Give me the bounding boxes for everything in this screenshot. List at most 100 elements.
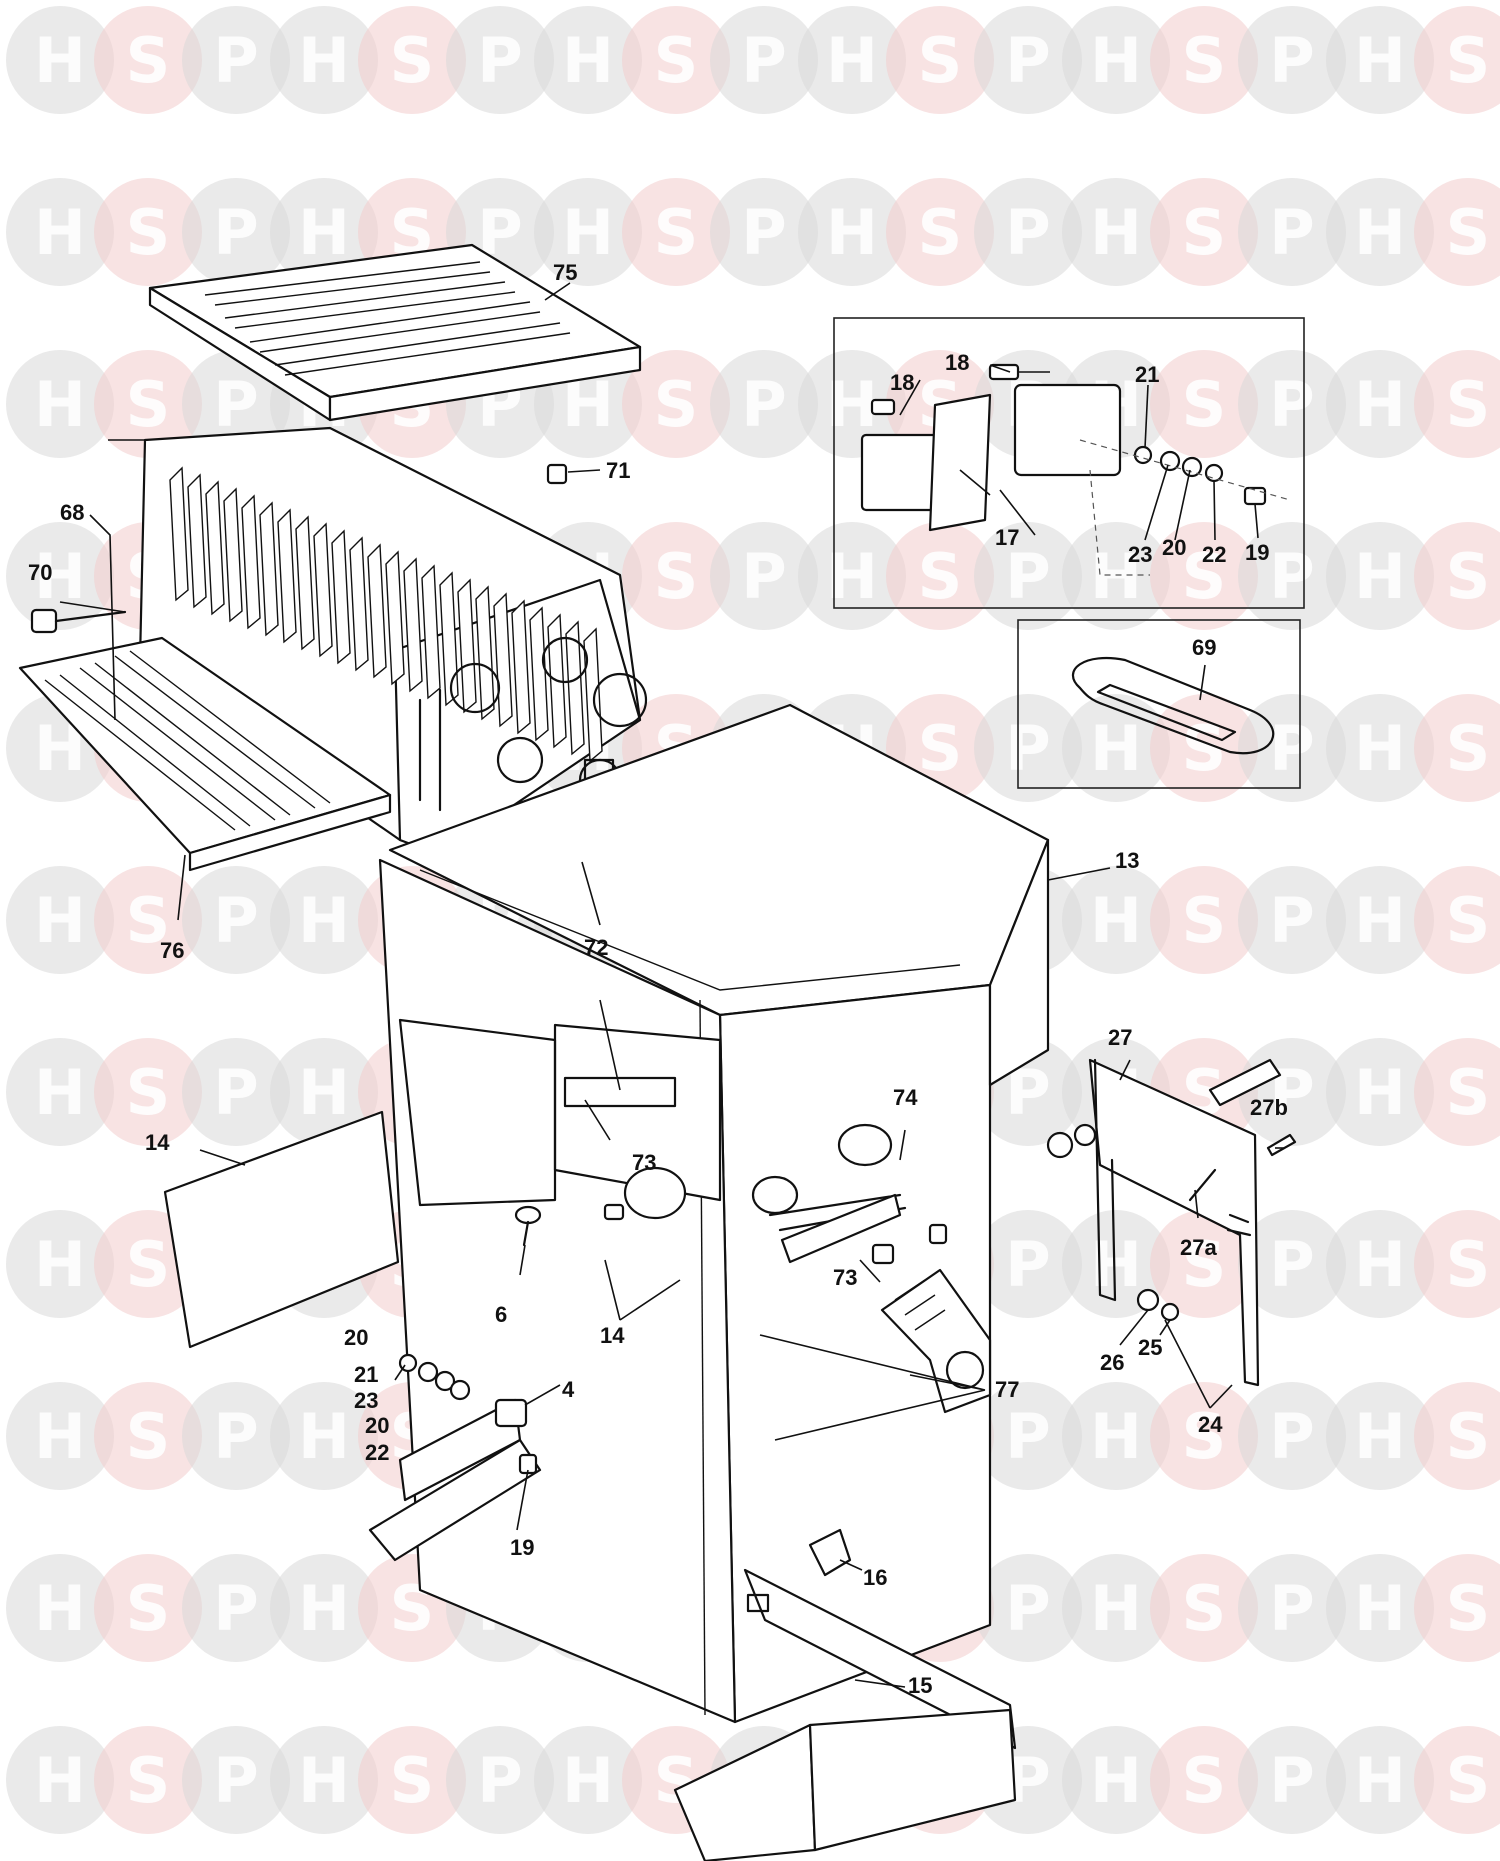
watermark-letter: H (1354, 712, 1406, 785)
watermark-circle (1062, 178, 1170, 286)
watermark-letter: H (1090, 884, 1142, 957)
callout-20c: 20 (365, 1413, 389, 1438)
watermark-letter: S (918, 712, 963, 785)
watermark-letter: S (126, 24, 171, 97)
watermark-circle (1238, 694, 1346, 802)
watermark-circle (1238, 1210, 1346, 1318)
watermark-circle (94, 1726, 202, 1834)
watermark-circle (182, 1726, 290, 1834)
heat-exchanger-fin (241, 494, 261, 630)
watermark-circle (622, 178, 730, 286)
watermark-circle (182, 1554, 290, 1662)
insulation-panel (163, 1110, 400, 1349)
watermark-letter: H (1354, 368, 1406, 441)
side-bracket-assembly (1046, 1058, 1297, 1387)
watermark-circle (798, 522, 906, 630)
watermark-letter: P (741, 196, 786, 269)
watermark-letter: H (298, 24, 350, 97)
callout-69: 69 (1192, 635, 1216, 660)
watermark-letter: P (741, 368, 786, 441)
watermark-letter: H (1090, 1400, 1142, 1473)
watermark-letter: H (1354, 1744, 1406, 1817)
callout-26: 26 (1100, 1350, 1124, 1375)
callout-19b: 19 (510, 1535, 534, 1560)
watermark-letter: S (1182, 540, 1227, 613)
watermark-circle (182, 1038, 290, 1146)
watermark-letter: H (34, 1572, 86, 1645)
watermark-letter: H (1354, 884, 1406, 957)
watermark-letter: S (1446, 368, 1491, 441)
watermark-letter: H (1090, 1744, 1142, 1817)
watermark-circle (710, 350, 818, 458)
watermark-letter: S (390, 24, 435, 97)
watermark-circle (1062, 522, 1170, 630)
watermark-letter: H (298, 884, 350, 957)
watermark-circle (974, 6, 1082, 114)
clip-16 (808, 1528, 852, 1577)
watermark-circle (1062, 694, 1170, 802)
watermark-circle (1414, 1554, 1500, 1662)
watermark-letter: P (213, 24, 258, 97)
watermark-letter: P (1005, 196, 1050, 269)
callout-27a: 27a (1180, 1235, 1217, 1260)
callout-77: 77 (995, 1377, 1019, 1402)
watermark-circle (1150, 350, 1258, 458)
watermark-circle (1414, 522, 1500, 630)
watermark-circle (94, 1038, 202, 1146)
watermark-letter: P (1269, 1056, 1314, 1129)
heat-exchanger-fin (367, 543, 387, 679)
watermark-circle (1062, 6, 1170, 114)
watermark-letter: S (1182, 1572, 1227, 1645)
watermark-letter: S (1446, 1572, 1491, 1645)
watermark-circle (270, 6, 378, 114)
watermark-letter: S (1446, 24, 1491, 97)
watermark-circle (182, 178, 290, 286)
watermark-circle (1326, 1038, 1434, 1146)
watermark-letter: H (1354, 540, 1406, 613)
watermark-letter: S (126, 1228, 171, 1301)
watermark-circle (1414, 694, 1500, 802)
watermark-letter: P (1269, 368, 1314, 441)
watermark-letter: S (918, 24, 963, 97)
watermark-circle (94, 6, 202, 114)
callout-73a: 73 (632, 1150, 656, 1175)
watermark-circle (974, 178, 1082, 286)
screw-6 (514, 1205, 542, 1247)
watermark-circle (1414, 6, 1500, 114)
watermark-letter: P (1269, 712, 1314, 785)
heat-exchanger-fin (565, 620, 585, 756)
watermark-circle (1326, 694, 1434, 802)
watermark-letter: H (1354, 1572, 1406, 1645)
heat-exchanger-fin (205, 480, 225, 616)
watermark-letter: H (826, 196, 878, 269)
watermark-circle (182, 6, 290, 114)
baffle-plate-top (148, 243, 642, 422)
watermark-circle (446, 6, 554, 114)
watermark-circle (1150, 1726, 1258, 1834)
callout-27: 27 (1108, 1025, 1132, 1050)
watermark-circle (534, 178, 642, 286)
watermark-letter: H (34, 196, 86, 269)
watermark-letter: P (213, 1572, 258, 1645)
watermark-circle (6, 1726, 114, 1834)
heat-exchanger-fin (439, 571, 459, 707)
inset-electrode-assembly (833, 317, 1305, 609)
callout-6: 6 (495, 1302, 507, 1327)
callout-labels: 75 71 68 70 76 72 13 18 18 21 17 23 20 2… (28, 260, 1288, 1698)
watermark-circle (358, 6, 466, 114)
watermark-letter: H (1090, 712, 1142, 785)
watermark-circle (1414, 1210, 1500, 1318)
watermark-circle (974, 1554, 1082, 1662)
heat-exchanger-fin (529, 606, 549, 742)
watermark-circle (1414, 350, 1500, 458)
watermark-letter: S (918, 540, 963, 613)
watermark-circle (1326, 350, 1434, 458)
watermark-circle (1150, 178, 1258, 286)
watermark-letter: P (213, 884, 258, 957)
watermark-circle (1326, 1726, 1434, 1834)
watermark-circle (270, 866, 378, 974)
watermark-letter: P (1269, 1572, 1314, 1645)
callout-21b: 21 (354, 1362, 378, 1387)
callout-76: 76 (160, 938, 184, 963)
